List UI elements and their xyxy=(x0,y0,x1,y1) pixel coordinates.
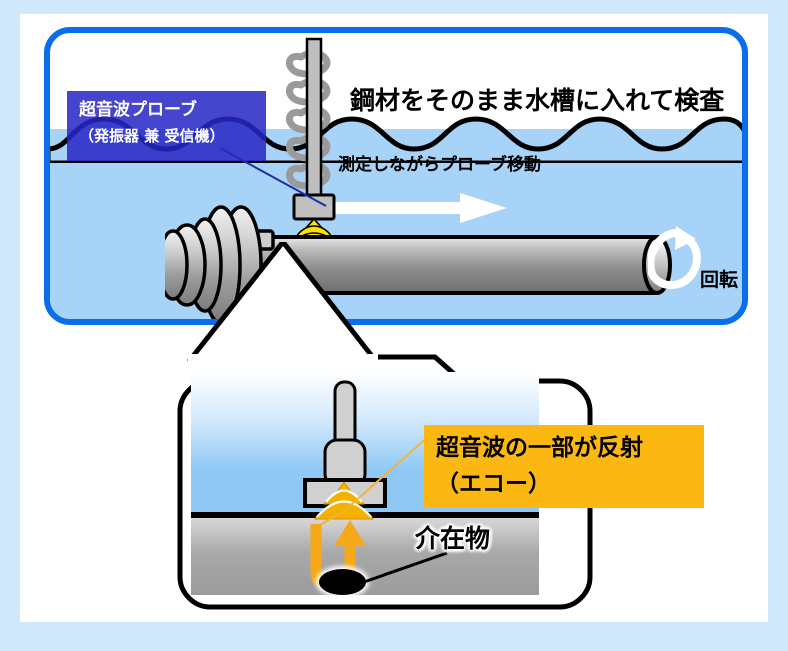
water-tank-panel: 鋼材をそのまま水槽に入れて検査 測定しながらプローブ移動 xyxy=(44,27,748,325)
probe-movement-label: 測定しながらプローブ移動 xyxy=(338,155,541,175)
inclusion-label: 介在物 xyxy=(415,524,491,553)
echo-callout-leader-line xyxy=(319,434,431,526)
rotation-label: 回転 xyxy=(700,269,739,291)
diagram-card: 鋼材をそのまま水槽に入れて検査 測定しながらプローブ移動 xyxy=(20,14,768,622)
echo-callout-box: 超音波の一部が反射 （エコー） xyxy=(424,425,704,508)
echo-callout-line1: 超音波の一部が反射 xyxy=(436,435,643,461)
inclusion-defect-icon xyxy=(319,569,366,595)
probe-callout-box: 超音波プローブ （発振器 兼 受信機） xyxy=(67,91,266,161)
probe-callout-line2: （発振器 兼 受信機） xyxy=(79,127,225,145)
echo-callout-line2: （エコー） xyxy=(436,471,551,497)
detail-zoom-panel: 介在物 xyxy=(160,345,660,622)
probe-callout-line1: 超音波プローブ xyxy=(79,100,197,120)
detail-view-content xyxy=(191,372,539,595)
arrow-right-icon xyxy=(332,193,507,223)
magnify-triangle-icon xyxy=(187,242,378,372)
steel-bar-icon xyxy=(165,205,672,319)
ultrasonic-wave-icon xyxy=(314,482,374,520)
inclusion-leader-line xyxy=(360,551,448,585)
rotation-arrow-icon xyxy=(648,226,701,290)
ultrasonic-probe-icon xyxy=(303,380,387,508)
tank-panel-title: 鋼材をそのまま水槽に入れて検査 xyxy=(350,86,725,115)
